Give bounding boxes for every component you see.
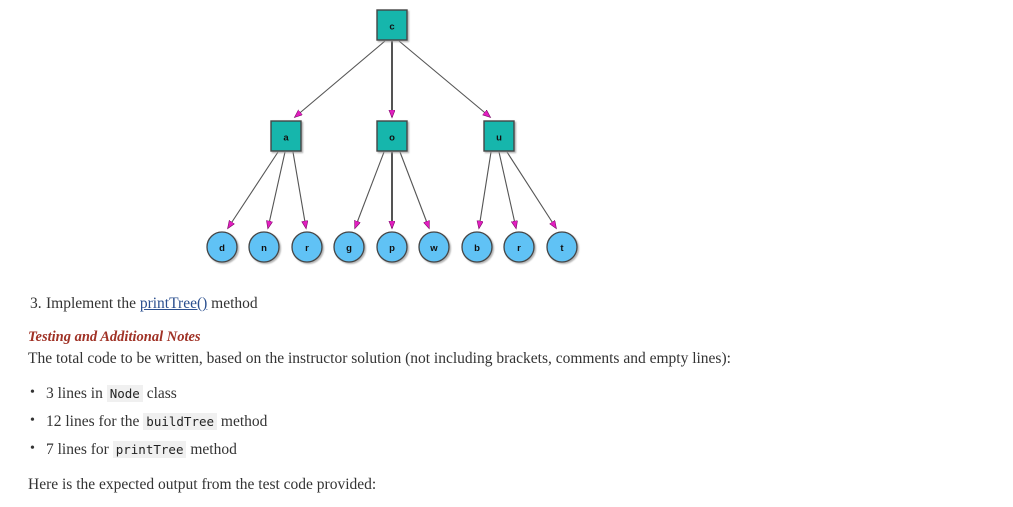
- tree-node-u-label: u: [496, 133, 502, 144]
- edge-u-b: [479, 151, 492, 228]
- tree-leaf-g-label: g: [346, 243, 352, 254]
- tree-square-nodes: c a o u: [270, 9, 515, 152]
- task-text-before: Implement the: [46, 295, 140, 312]
- tree-leaf-p-label: p: [389, 243, 395, 254]
- task-text-after: method: [207, 295, 258, 312]
- tree-leaf-w[interactable]: w: [418, 231, 450, 263]
- closing-paragraph: Here is the expected output from the tes…: [28, 476, 377, 493]
- tree-leaf-r2[interactable]: r: [503, 231, 535, 263]
- tree-edges-o: [355, 151, 429, 228]
- task-list-item-3: 3.Implement the printTree() method: [0, 294, 900, 314]
- bullet-text-after: method: [186, 441, 237, 458]
- tree-leaf-p[interactable]: p: [376, 231, 408, 263]
- tree-leaf-nodes: d n r g p w b: [206, 231, 578, 263]
- tree-leaf-g[interactable]: g: [333, 231, 365, 263]
- bullet-text-before: 7 lines for: [46, 441, 113, 458]
- task-number: 3.: [30, 295, 42, 312]
- tree-leaf-n-label: n: [261, 243, 267, 254]
- tree-node-o-label: o: [389, 133, 395, 144]
- tree-node-c[interactable]: c: [376, 9, 408, 41]
- tree-leaf-b[interactable]: b: [461, 231, 493, 263]
- task-list: 3.Implement the printTree() method: [0, 294, 900, 314]
- list-item: • 7 lines for printTree method: [0, 440, 900, 460]
- tree-leaf-b-label: b: [474, 243, 480, 254]
- tree-node-c-label: c: [389, 22, 394, 33]
- list-item: • 3 lines in Node class: [0, 384, 900, 404]
- tree-node-o[interactable]: o: [376, 120, 408, 152]
- code-token: printTree: [112, 441, 187, 458]
- tree-edges-a: [228, 151, 306, 228]
- tree-node-a[interactable]: a: [270, 120, 302, 152]
- tree-leaf-t[interactable]: t: [546, 231, 578, 263]
- bullet-text-before: 12 lines for the: [46, 413, 144, 430]
- tree-edges-u: [479, 151, 556, 228]
- intro-paragraph: The total code to be written, based on t…: [28, 350, 731, 367]
- bullet-text-after: method: [217, 413, 268, 430]
- section-heading-testing: Testing and Additional Notes: [28, 329, 201, 345]
- code-token: buildTree: [143, 413, 218, 430]
- tree-leaf-d-label: d: [219, 243, 225, 254]
- edge-o-g: [355, 151, 385, 228]
- tree-node-u[interactable]: u: [483, 120, 515, 152]
- list-item: • 12 lines for the buildTree method: [0, 412, 900, 432]
- edge-c-a: [295, 40, 386, 117]
- bullet-text-before: 3 lines in: [46, 385, 107, 402]
- tree-node-a-label: a: [283, 133, 289, 144]
- tree-leaf-t-label: t: [560, 243, 564, 254]
- bullet-icon: •: [30, 385, 35, 400]
- edge-a-d: [228, 151, 279, 228]
- edge-u-t: [506, 151, 556, 228]
- tree-leaf-r2-label: r: [517, 243, 521, 254]
- tree-leaf-r1-label: r: [305, 243, 309, 254]
- print-tree-link[interactable]: printTree(): [139, 295, 208, 312]
- edge-a-n: [268, 151, 286, 228]
- notes-bullet-list: • 3 lines in Node class • 12 lines for the…: [0, 384, 900, 460]
- tree-leaf-w-label: w: [429, 243, 438, 254]
- edge-a-r: [292, 151, 306, 228]
- tree-leaf-r1[interactable]: r: [291, 231, 323, 263]
- tree-leaf-n[interactable]: n: [248, 231, 280, 263]
- code-token: Node: [106, 385, 143, 402]
- bullet-icon: •: [30, 441, 35, 456]
- tree-leaf-d[interactable]: d: [206, 231, 238, 263]
- tree-edges-level1: [295, 40, 490, 117]
- tree-diagram-svg: c a o u d n: [206, 9, 578, 263]
- edge-o-w: [399, 151, 429, 228]
- bullet-text-after: class: [142, 385, 177, 402]
- edge-c-u: [398, 40, 490, 117]
- bullet-icon: •: [30, 413, 35, 428]
- edge-u-r: [498, 151, 516, 228]
- tree-diagram-figure: c a o u d n: [206, 9, 578, 263]
